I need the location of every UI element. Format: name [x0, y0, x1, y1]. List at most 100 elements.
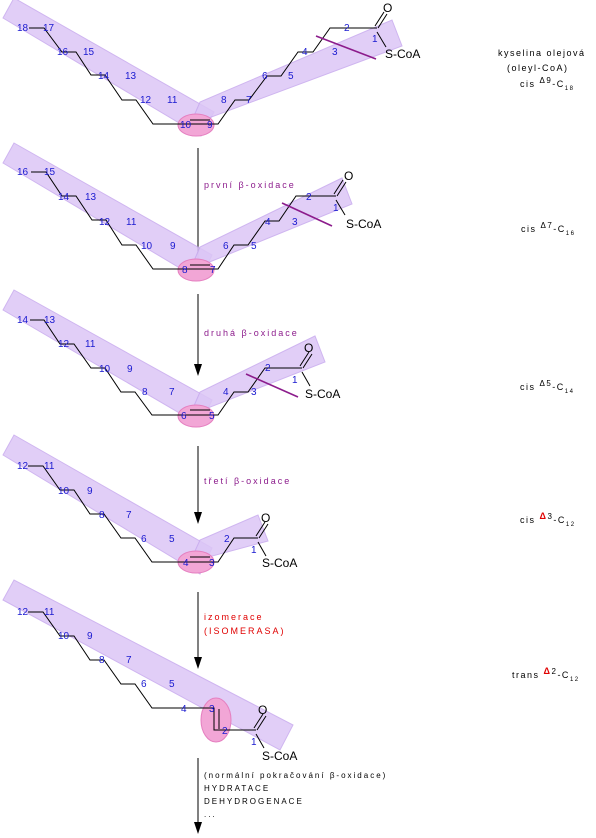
carbon-label-3: 3 [209, 558, 215, 569]
carbon-label-17: 17 [43, 23, 55, 34]
step-label-second-beta-oxidation: druhá β-oxidace [204, 328, 299, 338]
carbon-label-11: 11 [44, 461, 55, 472]
step-label-isomerase: (ISOMERASA) [204, 626, 286, 636]
carbon-label-9: 9 [170, 241, 176, 252]
carbon-label-7: 7 [169, 387, 175, 398]
carbon-label-4: 4 [265, 217, 271, 228]
cleavage-line [281, 202, 333, 227]
carbon-label-2: 2 [344, 23, 350, 34]
carbon-label-1: 1 [333, 203, 339, 214]
cleavage-line [315, 35, 377, 60]
carbon-label-4: 4 [302, 47, 308, 58]
thioester-bond [335, 199, 346, 216]
carbon-label-12: 12 [99, 217, 111, 228]
carbon-label-3: 3 [292, 217, 298, 228]
scoa-group: S-CoA [346, 217, 381, 231]
carbonyl-bond-1 [333, 179, 344, 195]
highlight-band-right [189, 177, 353, 271]
carbon-label-1: 1 [292, 375, 298, 386]
oxygen-atom: O [344, 169, 353, 183]
carbon-label-4: 4 [181, 704, 187, 715]
oxygen-atom: O [383, 1, 392, 15]
carbon-label-6: 6 [181, 411, 187, 422]
carbon-label-8: 8 [221, 95, 227, 106]
carbon-label-5: 5 [251, 241, 257, 252]
carbon-label-6: 6 [141, 679, 147, 690]
name-line-1: kyselina olejová [498, 48, 586, 58]
carbon-label-2: 2 [306, 192, 312, 203]
molecule-c12-trans: 12 11 10 9 8 7 6 5 4 3 2 1 O S-CoA [2, 579, 297, 763]
thioester-bond [257, 541, 267, 557]
scoa-group: S-CoA [305, 387, 340, 401]
highlight-band-left [2, 289, 213, 426]
carbon-label-12: 12 [58, 339, 70, 350]
carbon-label-13: 13 [125, 71, 137, 82]
oxygen-atom: O [258, 703, 267, 717]
carbon-label-7: 7 [210, 265, 216, 276]
cleavage-line [245, 373, 299, 398]
carbon-label-3: 3 [251, 387, 257, 398]
carbon-label-7: 7 [126, 510, 132, 521]
reaction-arrow-3 [194, 446, 202, 524]
carbon-label-11: 11 [85, 339, 96, 350]
step-label-first-beta-oxidation: první β-oxidace [204, 180, 296, 190]
carbon-label-5: 5 [169, 534, 175, 545]
highlight-band-right [189, 19, 403, 126]
carbon-label-2: 2 [224, 534, 230, 545]
scoa-group: S-CoA [385, 47, 420, 61]
molecule-oleoyl-coa: 18 17 16 15 14 13 12 11 10 9 8 7 6 5 4 3… [2, 0, 420, 137]
reaction-arrow-2 [194, 294, 202, 376]
carbon-label-1: 1 [251, 545, 257, 556]
carbon-chain [29, 27, 377, 125]
carbonyl-bond-1 [374, 11, 385, 27]
thioester-bond [255, 733, 265, 749]
carbonyl-bond-2 [258, 523, 269, 539]
name-line-2: (oleyl-CoA) [507, 63, 569, 73]
carbon-chain [30, 319, 302, 416]
reaction-arrow-4 [194, 592, 202, 669]
scoa-group: S-CoA [262, 556, 297, 570]
carbon-label-13: 13 [44, 315, 56, 326]
carbon-label-12: 12 [17, 607, 29, 618]
carbon-label-1: 1 [251, 737, 257, 748]
carbon-label-18: 18 [17, 23, 29, 34]
scoa-group: S-CoA [262, 749, 297, 763]
carbon-label-9: 9 [207, 120, 213, 131]
carbon-label-6: 6 [223, 241, 229, 252]
carbon-label-5: 5 [209, 411, 215, 422]
step-label-isomerization: izomerace [204, 612, 264, 622]
carbon-label-14: 14 [58, 192, 70, 203]
carbonyl-bond-2 [256, 715, 267, 731]
carbonyl-bond-2 [302, 353, 313, 369]
carbon-chain [31, 171, 336, 270]
highlight-band-left [2, 142, 213, 281]
molecule-c12-cis: 12 11 10 9 8 7 6 5 4 3 2 1 O S-CoA [2, 434, 297, 575]
carbonyl-bond-1 [255, 521, 266, 537]
carbon-label-4: 4 [183, 558, 189, 569]
carbon-label-8: 8 [99, 655, 105, 666]
carbon-chain [28, 465, 258, 563]
carbon-label-9: 9 [87, 486, 93, 497]
carbon-label-11: 11 [44, 607, 55, 618]
oxygen-atom: O [261, 511, 270, 525]
carbon-label-7: 7 [126, 655, 132, 666]
carbon-label-3: 3 [332, 47, 338, 58]
carbon-label-2: 2 [265, 363, 271, 374]
thioester-bond [376, 31, 387, 48]
carbon-label-8: 8 [182, 265, 188, 276]
carbon-label-5: 5 [169, 679, 175, 690]
carbon-label-7: 7 [246, 95, 252, 106]
final-note-line-3: DEHYDROGENACE [204, 797, 304, 806]
carbon-label-13: 13 [85, 192, 97, 203]
carbon-label-10: 10 [99, 364, 111, 375]
carbon-label-16: 16 [57, 47, 69, 58]
final-note-line-2: HYDRATACE [204, 784, 270, 793]
carbonyl-bond-1 [253, 713, 264, 729]
carbon-label-9: 9 [87, 631, 93, 642]
carbon-label-9: 9 [127, 364, 133, 375]
carbon-label-11: 11 [167, 95, 178, 106]
